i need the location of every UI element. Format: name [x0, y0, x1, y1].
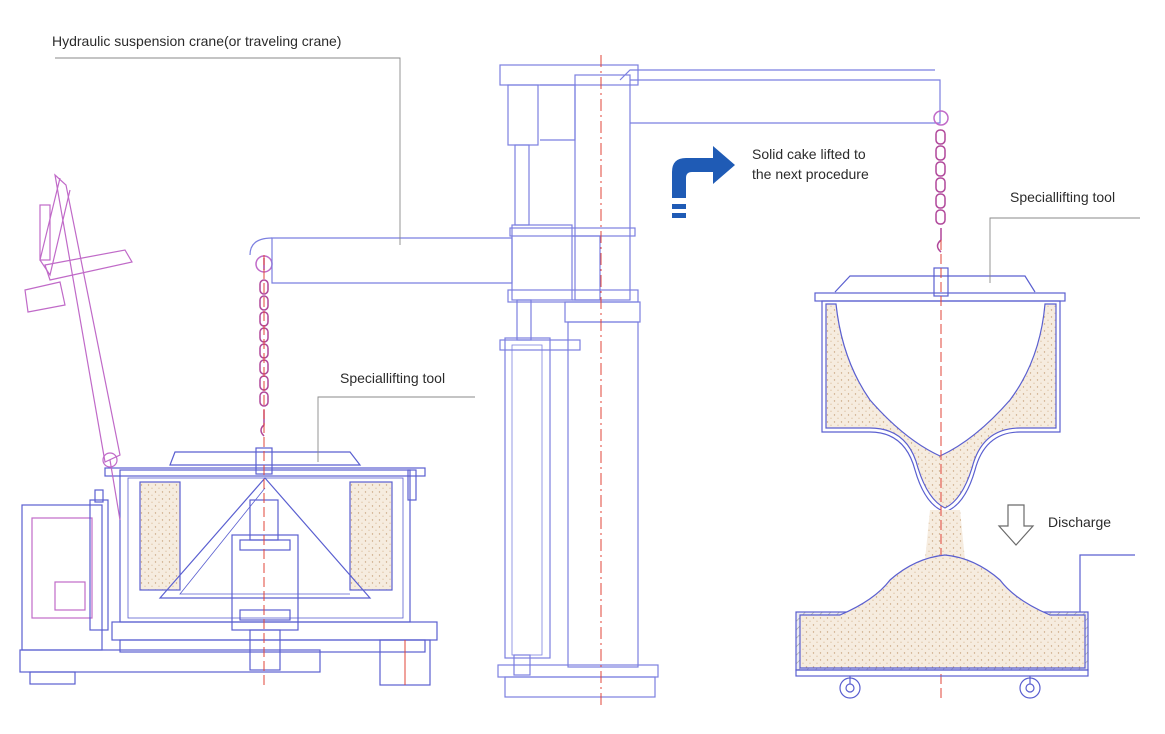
- hydraulic-column: [504, 337, 551, 659]
- crane: [249, 64, 941, 698]
- crane-base: [504, 676, 656, 698]
- support-column: [567, 321, 639, 668]
- curved-arrow-up-right-icon: [672, 146, 735, 218]
- tool-label-right: Speciallifting tool: [1010, 189, 1116, 205]
- centrifuge-left: [19, 447, 438, 686]
- lifted-basket: [814, 267, 1066, 513]
- crane-arm-left: [271, 237, 513, 284]
- wheel-left: [839, 676, 861, 699]
- spindle-housing: [231, 534, 299, 631]
- crane-arm-right: [630, 79, 941, 124]
- casing: [119, 469, 411, 623]
- lid: [169, 451, 362, 466]
- lid-right: [834, 275, 1036, 293]
- base-frame: [19, 649, 321, 673]
- leader-tool-left: [317, 396, 475, 462]
- tool-label-left: Speciallifting tool: [340, 370, 446, 386]
- discharge-label: Discharge: [1048, 514, 1112, 530]
- hinged-cover: [24, 173, 133, 521]
- leader-crane: [55, 57, 401, 245]
- crane-mast: [574, 74, 631, 301]
- cone: [158, 477, 372, 599]
- lifted-label-line1: Solid cake lifted to: [752, 146, 866, 162]
- wheel-right: [1019, 676, 1041, 699]
- chain-right: [933, 110, 949, 253]
- leader-tool-right: [989, 217, 1140, 283]
- down-arrow-icon: [997, 504, 1035, 546]
- leader-lines: [55, 57, 1140, 462]
- powder-stream: [925, 510, 965, 560]
- lifted-label-line2: the next procedure: [752, 166, 869, 182]
- crane-label: Hydraulic suspension crane(or traveling …: [52, 33, 342, 49]
- collection-cart: [795, 554, 1135, 699]
